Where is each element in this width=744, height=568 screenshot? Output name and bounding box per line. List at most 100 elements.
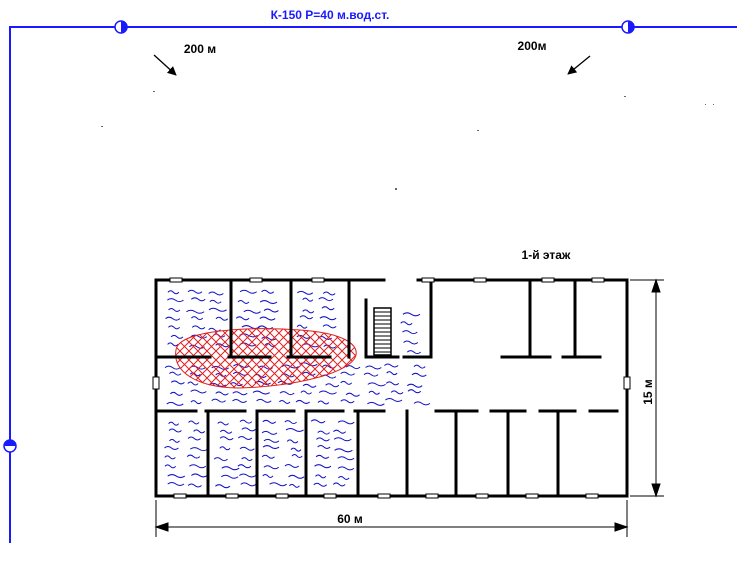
water-stroke <box>400 321 413 326</box>
arrow-icon <box>153 54 177 76</box>
window-left <box>152 376 160 390</box>
water-stroke <box>168 307 181 312</box>
water-stroke <box>170 380 185 385</box>
water-stroke <box>217 421 229 426</box>
water-stroke <box>365 365 382 370</box>
water-stroke <box>213 457 228 462</box>
water-stroke <box>384 363 399 368</box>
water-stroke <box>261 454 275 459</box>
water-stroke <box>269 482 287 487</box>
water-stroke <box>215 316 229 321</box>
water-stroke <box>189 464 207 469</box>
scan-specks <box>101 91 714 190</box>
water-stroke <box>211 398 226 403</box>
water-stroke <box>164 455 176 460</box>
water-stroke <box>288 474 305 479</box>
water-stroke <box>363 372 379 377</box>
water-stroke <box>322 291 336 296</box>
water-stroke <box>406 350 421 355</box>
water-stroke <box>188 420 200 425</box>
water-stroke <box>169 438 180 443</box>
water-stroke <box>321 306 335 311</box>
water-stroke <box>385 398 403 403</box>
water-stroke <box>262 473 274 478</box>
water-stroke <box>263 438 280 443</box>
water-stroke <box>219 436 234 441</box>
water-stroke <box>189 447 209 452</box>
water-stroke <box>284 420 297 425</box>
water-stroke <box>279 391 295 396</box>
dimension-depth <box>630 278 664 498</box>
stairs-icon <box>373 307 392 356</box>
water-stroke <box>219 446 231 451</box>
water-stroke <box>240 482 257 487</box>
water-stroke <box>337 420 355 425</box>
water-stroke <box>299 315 314 320</box>
hydrant-icon <box>114 20 128 34</box>
water-stroke <box>337 456 355 461</box>
arrow-icon <box>567 55 591 75</box>
water-stroke <box>164 446 179 451</box>
water-stroke <box>402 330 418 335</box>
water-stroke <box>367 401 385 406</box>
water-stroke <box>285 427 304 432</box>
water-stroke <box>191 316 204 321</box>
water-stroke <box>317 430 330 435</box>
floor-label: 1-й этаж <box>522 248 571 262</box>
water-stroke <box>220 474 239 479</box>
water-stroke <box>221 466 240 471</box>
water-stroke <box>322 324 337 329</box>
water-stroke <box>164 365 181 370</box>
water-stroke <box>186 454 201 459</box>
water-stroke <box>241 427 256 432</box>
water-stroke <box>318 390 337 395</box>
water-stroke <box>190 400 202 405</box>
water-stroke <box>186 309 205 314</box>
water-stroke <box>337 466 355 471</box>
water-stroke <box>169 371 182 376</box>
dimension-width <box>154 500 629 537</box>
water-stroke <box>167 482 185 487</box>
water-stroke <box>317 445 331 450</box>
water-stroke <box>261 289 275 294</box>
water-stroke <box>168 421 180 426</box>
water-stroke <box>215 391 229 396</box>
water-stroke <box>209 299 222 304</box>
main-pipe-label: К-150 Р=40 м.вод.ст. <box>271 8 390 22</box>
water-stroke <box>263 308 279 313</box>
water-stroke <box>187 381 199 386</box>
water-stroke <box>241 457 253 462</box>
water-stroke <box>208 291 224 296</box>
water-stroke <box>315 454 330 459</box>
water-stroke <box>187 483 202 488</box>
water-stroke <box>300 390 312 395</box>
water-stroke <box>367 382 386 387</box>
water-stroke <box>190 389 207 394</box>
water-stroke <box>239 473 256 478</box>
water-stroke <box>219 429 233 434</box>
water-stroke <box>259 300 278 305</box>
water-stroke <box>411 372 427 377</box>
water-stroke <box>288 483 300 488</box>
water-stroke <box>191 325 206 330</box>
window-right <box>623 376 631 390</box>
hydrant-icon <box>621 20 635 34</box>
water-stroke <box>165 316 181 321</box>
water-stroke <box>315 474 327 479</box>
water-stroke <box>325 383 340 388</box>
water-main-pipe <box>9 26 737 543</box>
water-stroke <box>333 429 347 434</box>
water-stroke <box>256 398 272 403</box>
water-stroke <box>239 419 253 424</box>
water-stroke <box>403 340 419 345</box>
building-walls <box>154 278 629 498</box>
water-stroke <box>286 439 299 444</box>
water-stroke <box>406 383 423 388</box>
water-stroke <box>316 437 330 442</box>
water-stroke <box>402 312 421 317</box>
water-stroke <box>385 381 400 386</box>
water-stroke <box>168 325 180 330</box>
water-stroke <box>187 436 201 441</box>
water-stroke <box>390 390 404 395</box>
water-stroke <box>284 464 300 469</box>
